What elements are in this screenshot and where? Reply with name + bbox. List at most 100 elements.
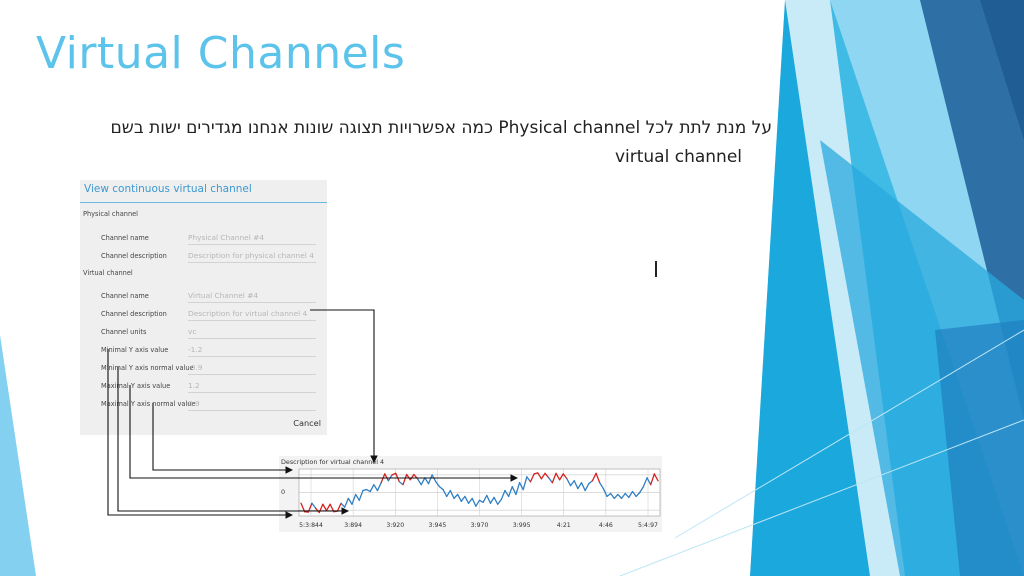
series-segment-47: [471, 497, 477, 507]
virtual-channel-description-field[interactable]: Description for virtual channel 4: [188, 306, 316, 321]
series-segment-89: [624, 492, 630, 499]
series-segment-18: [365, 488, 371, 493]
x-tick-label-6: 4:21: [557, 522, 571, 529]
series-segment-53: [493, 496, 499, 505]
chart-description: Description for virtual channel 4: [281, 458, 385, 466]
max-y-axis-field[interactable]: 1.2: [188, 378, 316, 393]
channel-units-field[interactable]: vc: [188, 324, 316, 339]
series-segment-96: [650, 473, 656, 486]
series-segment-66: [540, 472, 546, 480]
series-segment-88: [620, 492, 626, 500]
series-segment-62: [526, 476, 532, 483]
field-label: Maximal Y axis normal value: [101, 400, 196, 408]
series-segment-72: [562, 473, 568, 480]
series-segment-38: [438, 485, 444, 491]
series-segment-57: [507, 485, 513, 498]
slide-subtitle: על מנת לתת לכל Physical channel כמה אפשר…: [60, 114, 772, 172]
field-label: Channel description: [101, 310, 167, 318]
series-segment-69: [551, 472, 557, 484]
max-y-normal-row: Maximal Y axis normal value 0.9: [80, 396, 327, 414]
series-segment-54: [497, 498, 503, 505]
series-segment-70: [555, 472, 561, 481]
series-segment-93: [639, 485, 645, 494]
series-segment-83: [602, 487, 608, 498]
series-segment-43: [456, 493, 462, 502]
series-segment-81: [595, 472, 601, 484]
x-tick-label-1: 3:894: [344, 522, 362, 529]
physical-channel-name-row: Channel name Physical Channel #4: [80, 230, 327, 248]
x-tick-label-8: 5:4:97: [638, 522, 658, 529]
x-tick-label-7: 4:46: [599, 522, 613, 529]
channel-units-row: Channel units vc: [80, 324, 327, 342]
series-segment-56: [504, 489, 510, 498]
x-tick-label-3: 3:945: [428, 522, 446, 529]
min-y-normal-field[interactable]: -0.9: [188, 360, 316, 375]
text-cursor: [655, 261, 657, 277]
series-segment-94: [642, 477, 648, 488]
series-segment-21: [376, 482, 382, 492]
x-tick-label-2: 3:920: [386, 522, 404, 529]
series-segment-63: [529, 473, 535, 483]
series-segment-13: [347, 497, 353, 505]
physical-channel-name-field[interactable]: Physical Channel #4: [188, 230, 316, 245]
series-segment-90: [628, 490, 634, 499]
field-label: Minimal Y axis value: [101, 346, 169, 354]
series-segment-40: [446, 489, 452, 498]
max-y-normal-field[interactable]: 0.9: [188, 396, 316, 411]
series-segment-68: [548, 477, 554, 484]
slide-title: Virtual Channels: [36, 28, 406, 79]
x-tick-label-5: 3:995: [513, 522, 531, 529]
physical-channel-description-field[interactable]: Description for physical channel 4: [188, 248, 316, 263]
min-y-axis-field[interactable]: -1.2: [188, 342, 316, 357]
virtual-channel-name-row: Channel name Virtual Channel #4: [80, 288, 327, 306]
field-label: Channel units: [101, 328, 147, 336]
series-segment-91: [631, 490, 637, 498]
series-segment-80: [591, 472, 597, 482]
series-segment-39: [442, 488, 448, 498]
y-tick-zero: 0: [281, 488, 285, 496]
series-segment-33: [420, 477, 426, 486]
series-segment-97: [653, 473, 659, 482]
cancel-button[interactable]: Cancel: [293, 418, 321, 428]
series-segment-60: [518, 482, 524, 491]
series-segment-55: [500, 489, 506, 501]
series-segment-46: [467, 497, 473, 504]
virtual-channel-name-field[interactable]: Virtual Channel #4: [188, 288, 316, 303]
series-segment-65: [537, 472, 543, 480]
series-segment-52: [489, 496, 495, 504]
series-segment-79: [588, 480, 594, 485]
series-segment-92: [635, 491, 641, 498]
series-segment-42: [453, 493, 459, 500]
series-segment-49: [478, 499, 484, 503]
min-y-normal-row: Minimal Y axis normal value -0.9: [80, 360, 327, 378]
chart-grid: [298, 468, 661, 517]
series-segment-77: [580, 482, 586, 492]
series-segment-59: [515, 482, 521, 496]
series-segment-84: [606, 492, 612, 498]
series-segment-78: [584, 483, 590, 492]
field-label: Maximal Y axis value: [101, 382, 171, 390]
series-segment-75: [573, 480, 579, 490]
series-segment-61: [522, 476, 528, 491]
physical-channel-description-row: Channel description Description for phys…: [80, 248, 327, 266]
series-segment-45: [464, 495, 470, 504]
field-label: Channel name: [101, 292, 149, 300]
series-segment-74: [569, 480, 575, 487]
virtual-channel-dialog: View continuous virtual channel Physical…: [80, 180, 327, 435]
max-y-axis-row: Maximal Y axis value 1.2: [80, 378, 327, 396]
field-label: Channel description: [101, 252, 167, 260]
min-y-axis-row: Minimal Y axis value -1.2: [80, 342, 327, 360]
series-segment-71: [558, 473, 564, 481]
virtual-channel-section: Virtual channel: [83, 269, 133, 277]
physical-channel-section: Physical channel: [83, 210, 139, 218]
series-segment-67: [544, 472, 550, 479]
series-segment-51: [486, 494, 492, 504]
field-label: Channel name: [101, 234, 149, 242]
series-segment-37: [435, 481, 441, 488]
series-segment-20: [373, 484, 379, 492]
subtitle-line-1: על מנת לתת לכל Physical channel כמה אפשר…: [110, 118, 772, 138]
x-tick-label-0: 5:3:844: [299, 522, 323, 529]
